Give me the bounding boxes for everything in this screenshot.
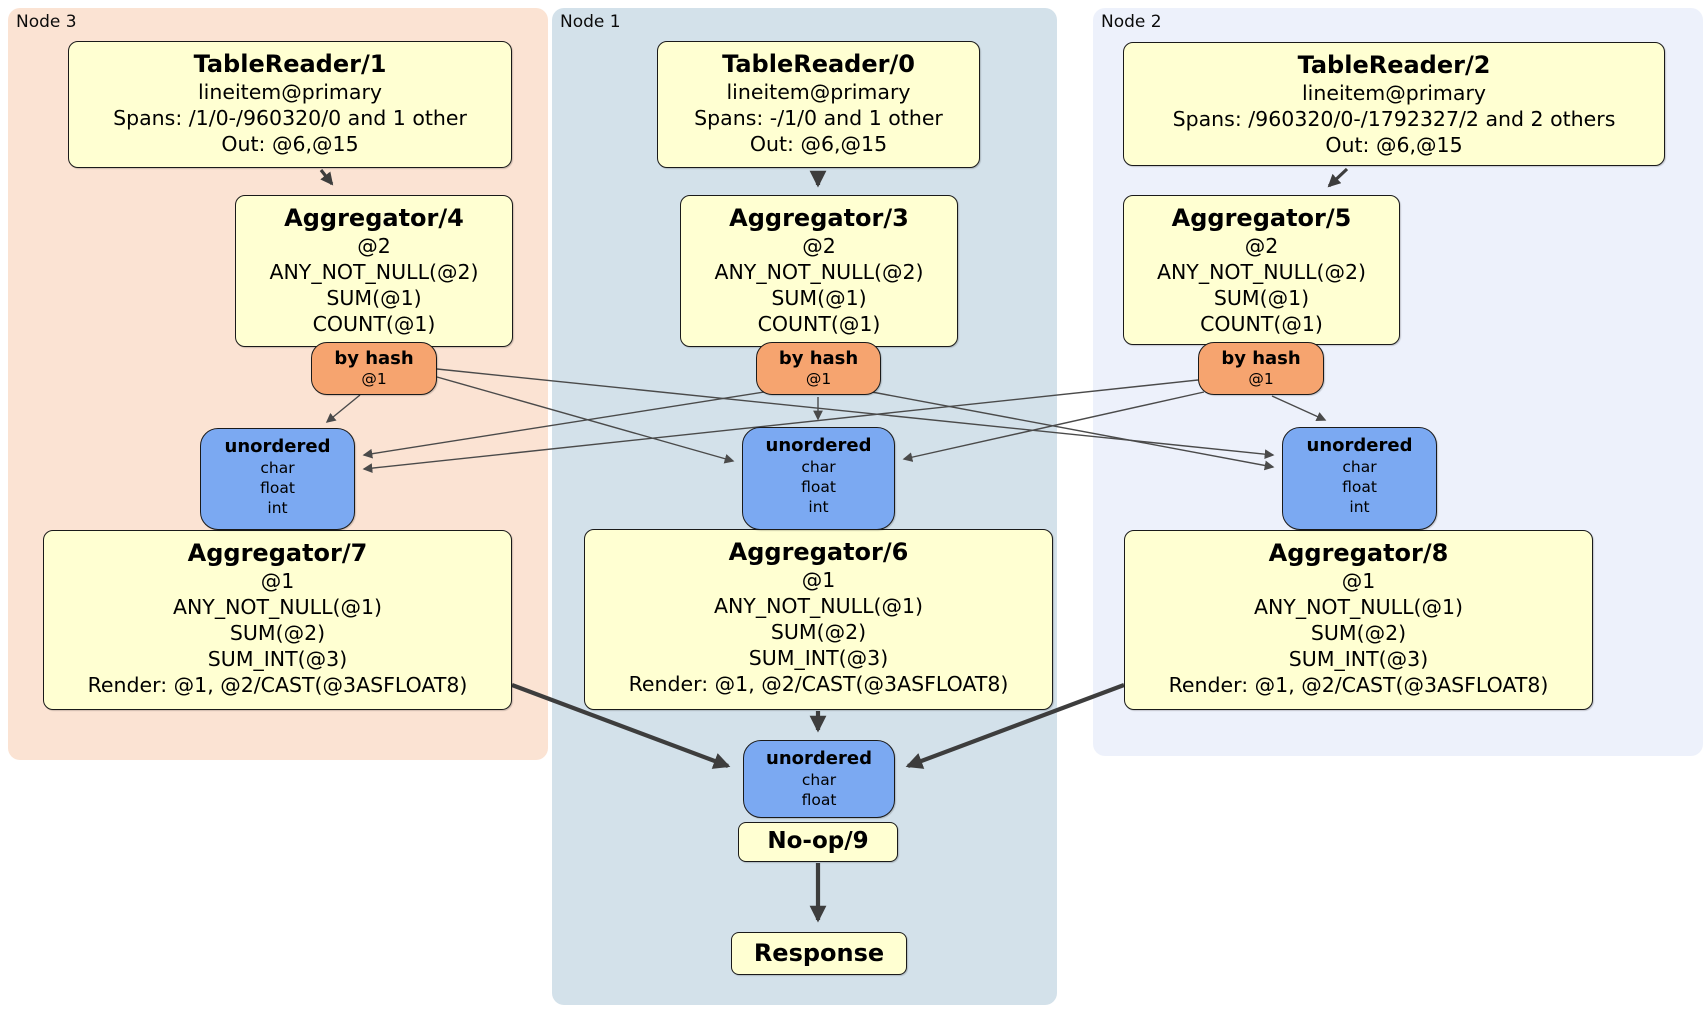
aggregator-6-title: Aggregator/6 (728, 538, 909, 566)
aggregator-6-groupcols: @1 (801, 568, 836, 592)
aggregator-4-fn1: ANY_NOT_NULL(@2) (269, 260, 479, 284)
hash-router-node1: by hash @1 (756, 342, 881, 395)
tablereader-0-title: TableReader/0 (722, 50, 915, 78)
hash-router-node3-cols: @1 (361, 370, 387, 388)
noop-9-title: No-op/9 (767, 828, 869, 854)
aggregator-8-title: Aggregator/8 (1268, 539, 1449, 567)
sync-col-float: float (801, 791, 837, 809)
aggregator-3-groupcols: @2 (802, 234, 836, 258)
aggregator-8-fn1: ANY_NOT_NULL(@1) (1253, 595, 1464, 619)
aggregator-4-node: Aggregator/4 @2 ANY_NOT_NULL(@2) SUM(@1)… (235, 195, 513, 347)
hash-router-node2-cols: @1 (1248, 370, 1274, 388)
hash-router-node1-title: by hash (778, 348, 859, 369)
unordered-sync-node1: unordered char float int (742, 427, 895, 530)
aggregator-4-title: Aggregator/4 (284, 204, 464, 232)
hash-router-node2: by hash @1 (1198, 342, 1324, 395)
aggregator-4-groupcols: @2 (357, 234, 391, 258)
tablereader-2-spans: Spans: /960320/0-/1792327/2 and 2 others (1172, 107, 1616, 131)
sync-col-float: float (801, 478, 836, 496)
unordered-sync-final: unordered char float (743, 740, 895, 818)
sync-col-float: float (260, 479, 295, 497)
aggregator-6-fn3: SUM_INT(@3) (748, 646, 889, 670)
aggregator-7-title: Aggregator/7 (187, 539, 368, 567)
aggregator-5-groupcols: @2 (1244, 234, 1279, 258)
tablereader-0-spans: Spans: -/1/0 and 1 other (694, 106, 943, 130)
hash-router-node3: by hash @1 (311, 342, 437, 395)
hash-router-node2-title: by hash (1221, 348, 1301, 369)
aggregator-8-node: Aggregator/8 @1 ANY_NOT_NULL(@1) SUM(@2)… (1124, 530, 1593, 710)
aggregator-5-title: Aggregator/5 (1171, 204, 1352, 232)
unordered-sync-node3-title: unordered (224, 436, 331, 457)
tablereader-2-index: lineitem@primary (1301, 81, 1487, 105)
aggregator-6-render: Render: @1, @2/CAST(@3ASFLOAT8) (628, 672, 1009, 696)
unordered-sync-node1-title: unordered (765, 435, 872, 456)
tablereader-1-title: TableReader/1 (193, 50, 387, 78)
hash-router-node3-title: by hash (334, 348, 414, 369)
sync-col-float: float (1342, 478, 1377, 496)
unordered-sync-node3: unordered char float int (200, 428, 355, 530)
sync-col-int: int (808, 498, 829, 516)
node1-label: Node 1 (560, 12, 621, 32)
aggregator-7-groupcols: @1 (260, 569, 295, 593)
sync-col-char: char (801, 771, 837, 789)
aggregator-5-fn3: COUNT(@1) (1200, 312, 1323, 336)
sync-col-int: int (1349, 498, 1370, 516)
noop-9-node: No-op/9 (738, 822, 898, 862)
aggregator-5-fn1: ANY_NOT_NULL(@2) (1156, 260, 1367, 284)
aggregator-7-node: Aggregator/7 @1 ANY_NOT_NULL(@1) SUM(@2)… (43, 530, 512, 710)
tablereader-0-index: lineitem@primary (726, 80, 911, 104)
tablereader-2-out: Out: @6,@15 (1325, 133, 1463, 157)
sync-col-char: char (801, 458, 836, 476)
aggregator-7-fn1: ANY_NOT_NULL(@1) (172, 595, 383, 619)
aggregator-8-render: Render: @1, @2/CAST(@3ASFLOAT8) (1168, 673, 1549, 697)
tablereader-2-node: TableReader/2 lineitem@primary Spans: /9… (1123, 42, 1665, 166)
aggregator-4-fn3: COUNT(@1) (312, 312, 436, 336)
sync-col-int: int (267, 499, 288, 517)
sync-col-char: char (260, 459, 295, 477)
aggregator-8-fn2: SUM(@2) (1310, 621, 1407, 645)
node3-label: Node 3 (16, 12, 77, 32)
aggregator-7-render: Render: @1, @2/CAST(@3ASFLOAT8) (87, 673, 468, 697)
tablereader-0-node: TableReader/0 lineitem@primary Spans: -/… (657, 41, 980, 168)
tablereader-1-index: lineitem@primary (197, 80, 383, 104)
sync-col-char: char (1342, 458, 1377, 476)
aggregator-4-fn2: SUM(@1) (326, 286, 422, 310)
aggregator-6-fn1: ANY_NOT_NULL(@1) (713, 594, 924, 618)
aggregator-8-fn3: SUM_INT(@3) (1288, 647, 1429, 671)
aggregator-5-fn2: SUM(@1) (1213, 286, 1310, 310)
tablereader-1-out: Out: @6,@15 (221, 132, 359, 156)
aggregator-8-groupcols: @1 (1341, 569, 1376, 593)
aggregator-3-fn1: ANY_NOT_NULL(@2) (714, 260, 924, 284)
unordered-sync-node2-title: unordered (1306, 435, 1413, 456)
response-node: Response (731, 932, 907, 975)
hash-router-node1-cols: @1 (805, 370, 832, 388)
aggregator-5-node: Aggregator/5 @2 ANY_NOT_NULL(@2) SUM(@1)… (1123, 195, 1400, 345)
tablereader-1-spans: Spans: /1/0-/960320/0 and 1 other (113, 106, 467, 130)
aggregator-6-node: Aggregator/6 @1 ANY_NOT_NULL(@1) SUM(@2)… (584, 529, 1053, 710)
node2-label: Node 2 (1101, 12, 1162, 32)
tablereader-2-title: TableReader/2 (1297, 51, 1491, 79)
aggregator-3-node: Aggregator/3 @2 ANY_NOT_NULL(@2) SUM(@1)… (680, 195, 958, 347)
aggregator-3-title: Aggregator/3 (729, 204, 909, 232)
unordered-sync-node2: unordered char float int (1282, 427, 1437, 530)
aggregator-3-fn3: COUNT(@1) (757, 312, 881, 336)
unordered-sync-final-title: unordered (766, 748, 872, 769)
aggregator-7-fn3: SUM_INT(@3) (207, 647, 348, 671)
response-title: Response (753, 939, 885, 967)
aggregator-6-fn2: SUM(@2) (770, 620, 867, 644)
tablereader-0-out: Out: @6,@15 (749, 132, 888, 156)
tablereader-1-node: TableReader/1 lineitem@primary Spans: /1… (68, 41, 512, 168)
aggregator-7-fn2: SUM(@2) (229, 621, 326, 645)
aggregator-3-fn2: SUM(@1) (771, 286, 867, 310)
